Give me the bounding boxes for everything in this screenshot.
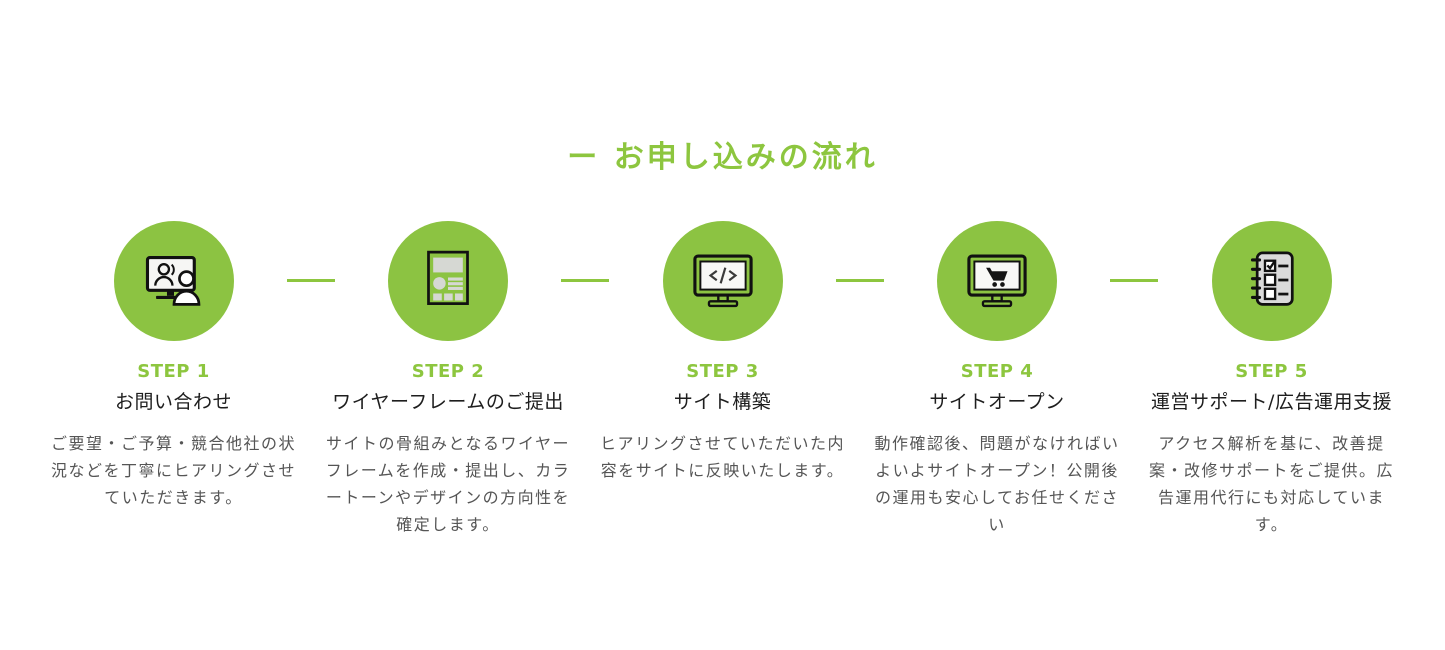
step-title: お問い合わせ xyxy=(114,391,232,413)
step-connector xyxy=(286,279,335,282)
cart-monitor-icon xyxy=(967,254,1027,308)
step-icon-circle xyxy=(113,221,234,341)
step-connector xyxy=(1110,279,1159,282)
step-description: ご要望・ご予算・競合他社の状況などを丁寧にヒアリングさせていただきます。 xyxy=(50,434,296,507)
step-label: STEP 3 xyxy=(686,361,759,382)
step-title: サイトオープン xyxy=(929,391,1065,413)
step-title: 運営サポート/広告運用支援 xyxy=(1151,391,1392,413)
step-item: STEP 2 ワイヤーフレームのご提出 サイトの骨組みとなるワイヤーフレームを作… xyxy=(322,221,574,538)
step-connector-line xyxy=(835,279,884,282)
step-connector-line xyxy=(561,279,610,282)
section-title: ー お申し込みの流れ xyxy=(567,140,878,175)
wireframe-document-icon xyxy=(427,250,469,305)
step-description: ヒアリングさせていただいた内容をサイトに反映いたします。 xyxy=(599,434,845,480)
step-item: STEP 4 サイトオープン 動作確認後、問題がなければいよいよサイトオープン！… xyxy=(871,221,1123,538)
checklist-notebook-icon xyxy=(1250,251,1294,306)
step-label: STEP 1 xyxy=(137,361,210,382)
video-consultation-icon xyxy=(145,256,200,306)
step-title: ワイヤーフレームのご提出 xyxy=(332,391,564,413)
step-icon-circle xyxy=(1211,221,1332,341)
step-label: STEP 4 xyxy=(960,361,1034,382)
signup-flow-section: ー お申し込みの流れ STEP 1 お問い合わせ ご要望・ご予算・競合他社の状況… xyxy=(48,140,1398,538)
step-connector-line xyxy=(1110,279,1159,282)
step-connector-line xyxy=(286,279,335,282)
step-icon-circle xyxy=(662,221,783,341)
step-icon-circle xyxy=(388,221,508,341)
step-description: サイトの骨組みとなるワイヤーフレームを作成・提出し、カラートーンやデザインの方向… xyxy=(325,434,571,534)
step-description: 動作確認後、問題がなければいよいよサイトオープン！公開後の運用も安心してお任せく… xyxy=(874,434,1120,534)
step-item: STEP 1 お問い合わせ ご要望・ご予算・競合他社の状況などを丁寧にヒアリング… xyxy=(48,221,300,511)
steps-row: STEP 1 お問い合わせ ご要望・ご予算・競合他社の状況などを丁寧にヒアリング… xyxy=(48,221,1398,538)
step-item: STEP 3 サイト構築 ヒアリングさせていただいた内容をサイトに反映いたします… xyxy=(597,221,849,484)
step-label: STEP 5 xyxy=(1235,361,1308,382)
step-connector xyxy=(561,279,610,282)
step-item: STEP 5 運営サポート/広告運用支援 アクセス解析を基に、改善提案・改修サポ… xyxy=(1146,221,1398,538)
step-icon-circle xyxy=(937,221,1057,341)
step-label: STEP 2 xyxy=(411,361,485,382)
code-monitor-icon xyxy=(692,254,753,308)
step-description: アクセス解析を基に、改善提案・改修サポートをご提供。広告運用代行にも対応していま… xyxy=(1148,434,1394,534)
step-connector xyxy=(835,279,884,282)
step-title: サイト構築 xyxy=(673,391,772,413)
